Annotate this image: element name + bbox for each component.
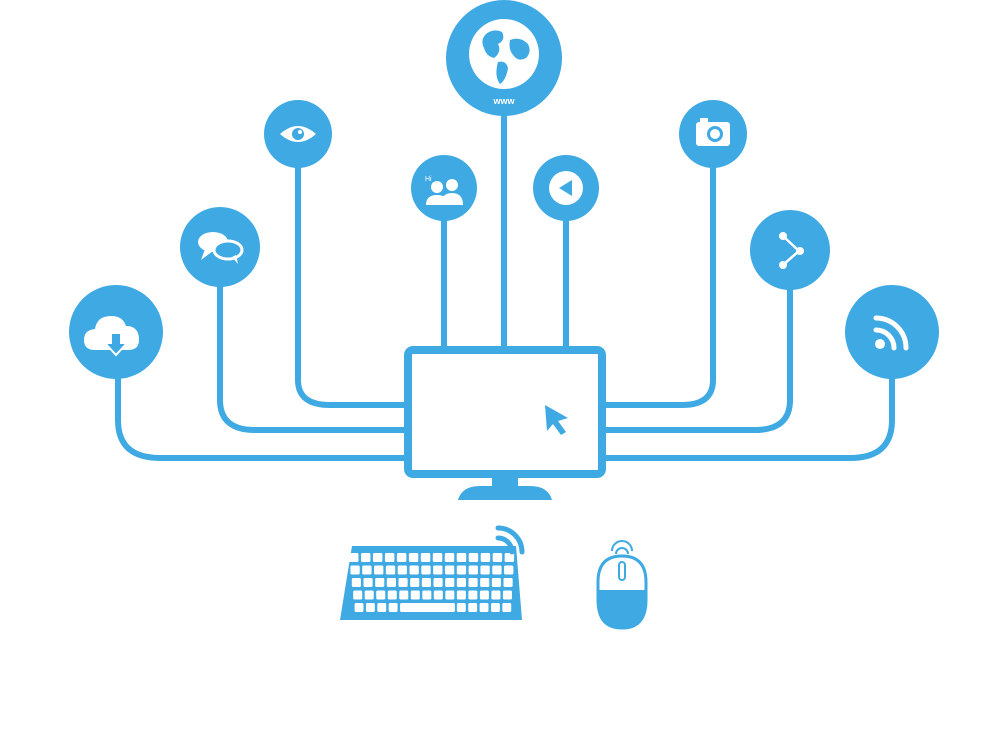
keyboard-key xyxy=(504,553,515,562)
keyboard-key xyxy=(445,578,455,587)
globe-icon: www xyxy=(469,19,539,106)
node-eye xyxy=(264,100,332,168)
keyboard-key xyxy=(480,565,490,575)
keyboard-key xyxy=(456,590,466,600)
node-cloud-download xyxy=(69,285,163,379)
keyboard-key xyxy=(377,603,387,612)
keyboard-key xyxy=(492,553,503,562)
keyboard-key xyxy=(364,590,374,600)
keyboard-key xyxy=(468,578,478,587)
keyboard-key xyxy=(409,565,419,575)
keyboard-key xyxy=(374,565,384,575)
keyboard-key xyxy=(432,553,443,562)
connector-rss xyxy=(597,372,895,461)
cloud-download-icon xyxy=(84,316,140,357)
node-chat xyxy=(180,207,260,287)
node-web: www xyxy=(446,0,562,116)
keyboard-key xyxy=(490,603,500,612)
people-chat-label: Hi xyxy=(425,176,432,183)
keyboard-key xyxy=(422,590,432,600)
chat-bubbles-icon xyxy=(198,232,244,264)
keyboard-key xyxy=(384,553,395,562)
connector-share xyxy=(597,282,793,433)
keyboard-key xyxy=(376,590,386,600)
keyboard-key xyxy=(456,553,467,562)
camera-icon xyxy=(696,118,730,146)
computer-monitor xyxy=(404,346,606,500)
keyboard-key xyxy=(468,553,479,562)
keyboard-key xyxy=(388,603,398,612)
keyboard-key xyxy=(502,603,512,612)
keyboard-key xyxy=(349,553,359,562)
node-share xyxy=(750,210,830,290)
keyboard-key xyxy=(396,553,407,562)
keyboard-key xyxy=(375,578,385,587)
keyboard-key xyxy=(385,565,396,575)
keyboard-key xyxy=(444,565,455,575)
keyboard-key xyxy=(362,565,372,575)
share-icon xyxy=(783,236,800,265)
keyboard-key xyxy=(444,553,455,562)
keyboard-key xyxy=(433,578,443,587)
connectors xyxy=(115,109,895,461)
keyboard-key xyxy=(456,578,466,587)
keyboard-key xyxy=(480,578,490,587)
keyboard-key xyxy=(421,578,431,587)
keyboard-spacebar xyxy=(400,603,455,612)
keyboard-key xyxy=(386,578,396,587)
back-arrow-icon xyxy=(549,171,583,205)
keyboard-key xyxy=(433,590,443,600)
connector-camera xyxy=(597,163,716,408)
node-camera xyxy=(679,100,747,168)
keyboard-key xyxy=(372,553,383,562)
keyboard-key xyxy=(397,565,407,575)
globe-label: www xyxy=(492,96,515,106)
keyboard-key xyxy=(420,553,431,562)
keyboard-key xyxy=(387,590,397,600)
wireless-keyboard-icon xyxy=(340,525,525,620)
keyboard-key xyxy=(363,578,373,587)
node-people-chat: Hi xyxy=(411,155,477,221)
node-play xyxy=(533,155,599,221)
rss-icon xyxy=(873,315,909,351)
connector-chat xyxy=(217,282,411,433)
eye-icon xyxy=(280,126,316,142)
keyboard-key xyxy=(351,578,361,587)
keyboard-key xyxy=(354,603,364,612)
keyboard-key xyxy=(410,590,420,600)
keyboard-key xyxy=(504,565,514,575)
keyboard-key xyxy=(456,565,467,575)
keyboard-key xyxy=(410,578,420,587)
keyboard-key xyxy=(491,578,501,587)
keyboard-key xyxy=(433,565,443,575)
keyboard-key xyxy=(353,590,363,600)
keyboard-key xyxy=(468,565,478,575)
keyboard-key xyxy=(468,590,478,600)
keyboard-key xyxy=(398,578,408,587)
connector-cloud xyxy=(115,365,411,461)
keyboard-key xyxy=(492,565,502,575)
keyboard-key xyxy=(503,578,513,587)
keyboard-key xyxy=(456,603,466,612)
keyboard-key xyxy=(491,590,501,600)
keyboard-key xyxy=(502,590,512,600)
keyboard-key xyxy=(408,553,419,562)
keyboard-key xyxy=(468,603,478,612)
keyboard-key xyxy=(479,590,489,600)
cursor-arrow-icon xyxy=(545,405,568,435)
keyboard-key xyxy=(479,603,489,612)
keyboard-key xyxy=(365,603,375,612)
keyboard-key xyxy=(360,553,371,562)
wireless-mouse-icon xyxy=(596,540,648,630)
keyboard-key xyxy=(399,590,409,600)
keyboard-key xyxy=(421,565,431,575)
keyboard-key xyxy=(480,553,491,562)
connector-eye xyxy=(295,163,411,408)
keyboard-key xyxy=(350,565,360,575)
people-chat-icon: Hi xyxy=(425,176,463,205)
node-rss xyxy=(845,285,939,379)
keyboard-keys xyxy=(349,553,515,612)
keyboard-key xyxy=(445,590,455,600)
